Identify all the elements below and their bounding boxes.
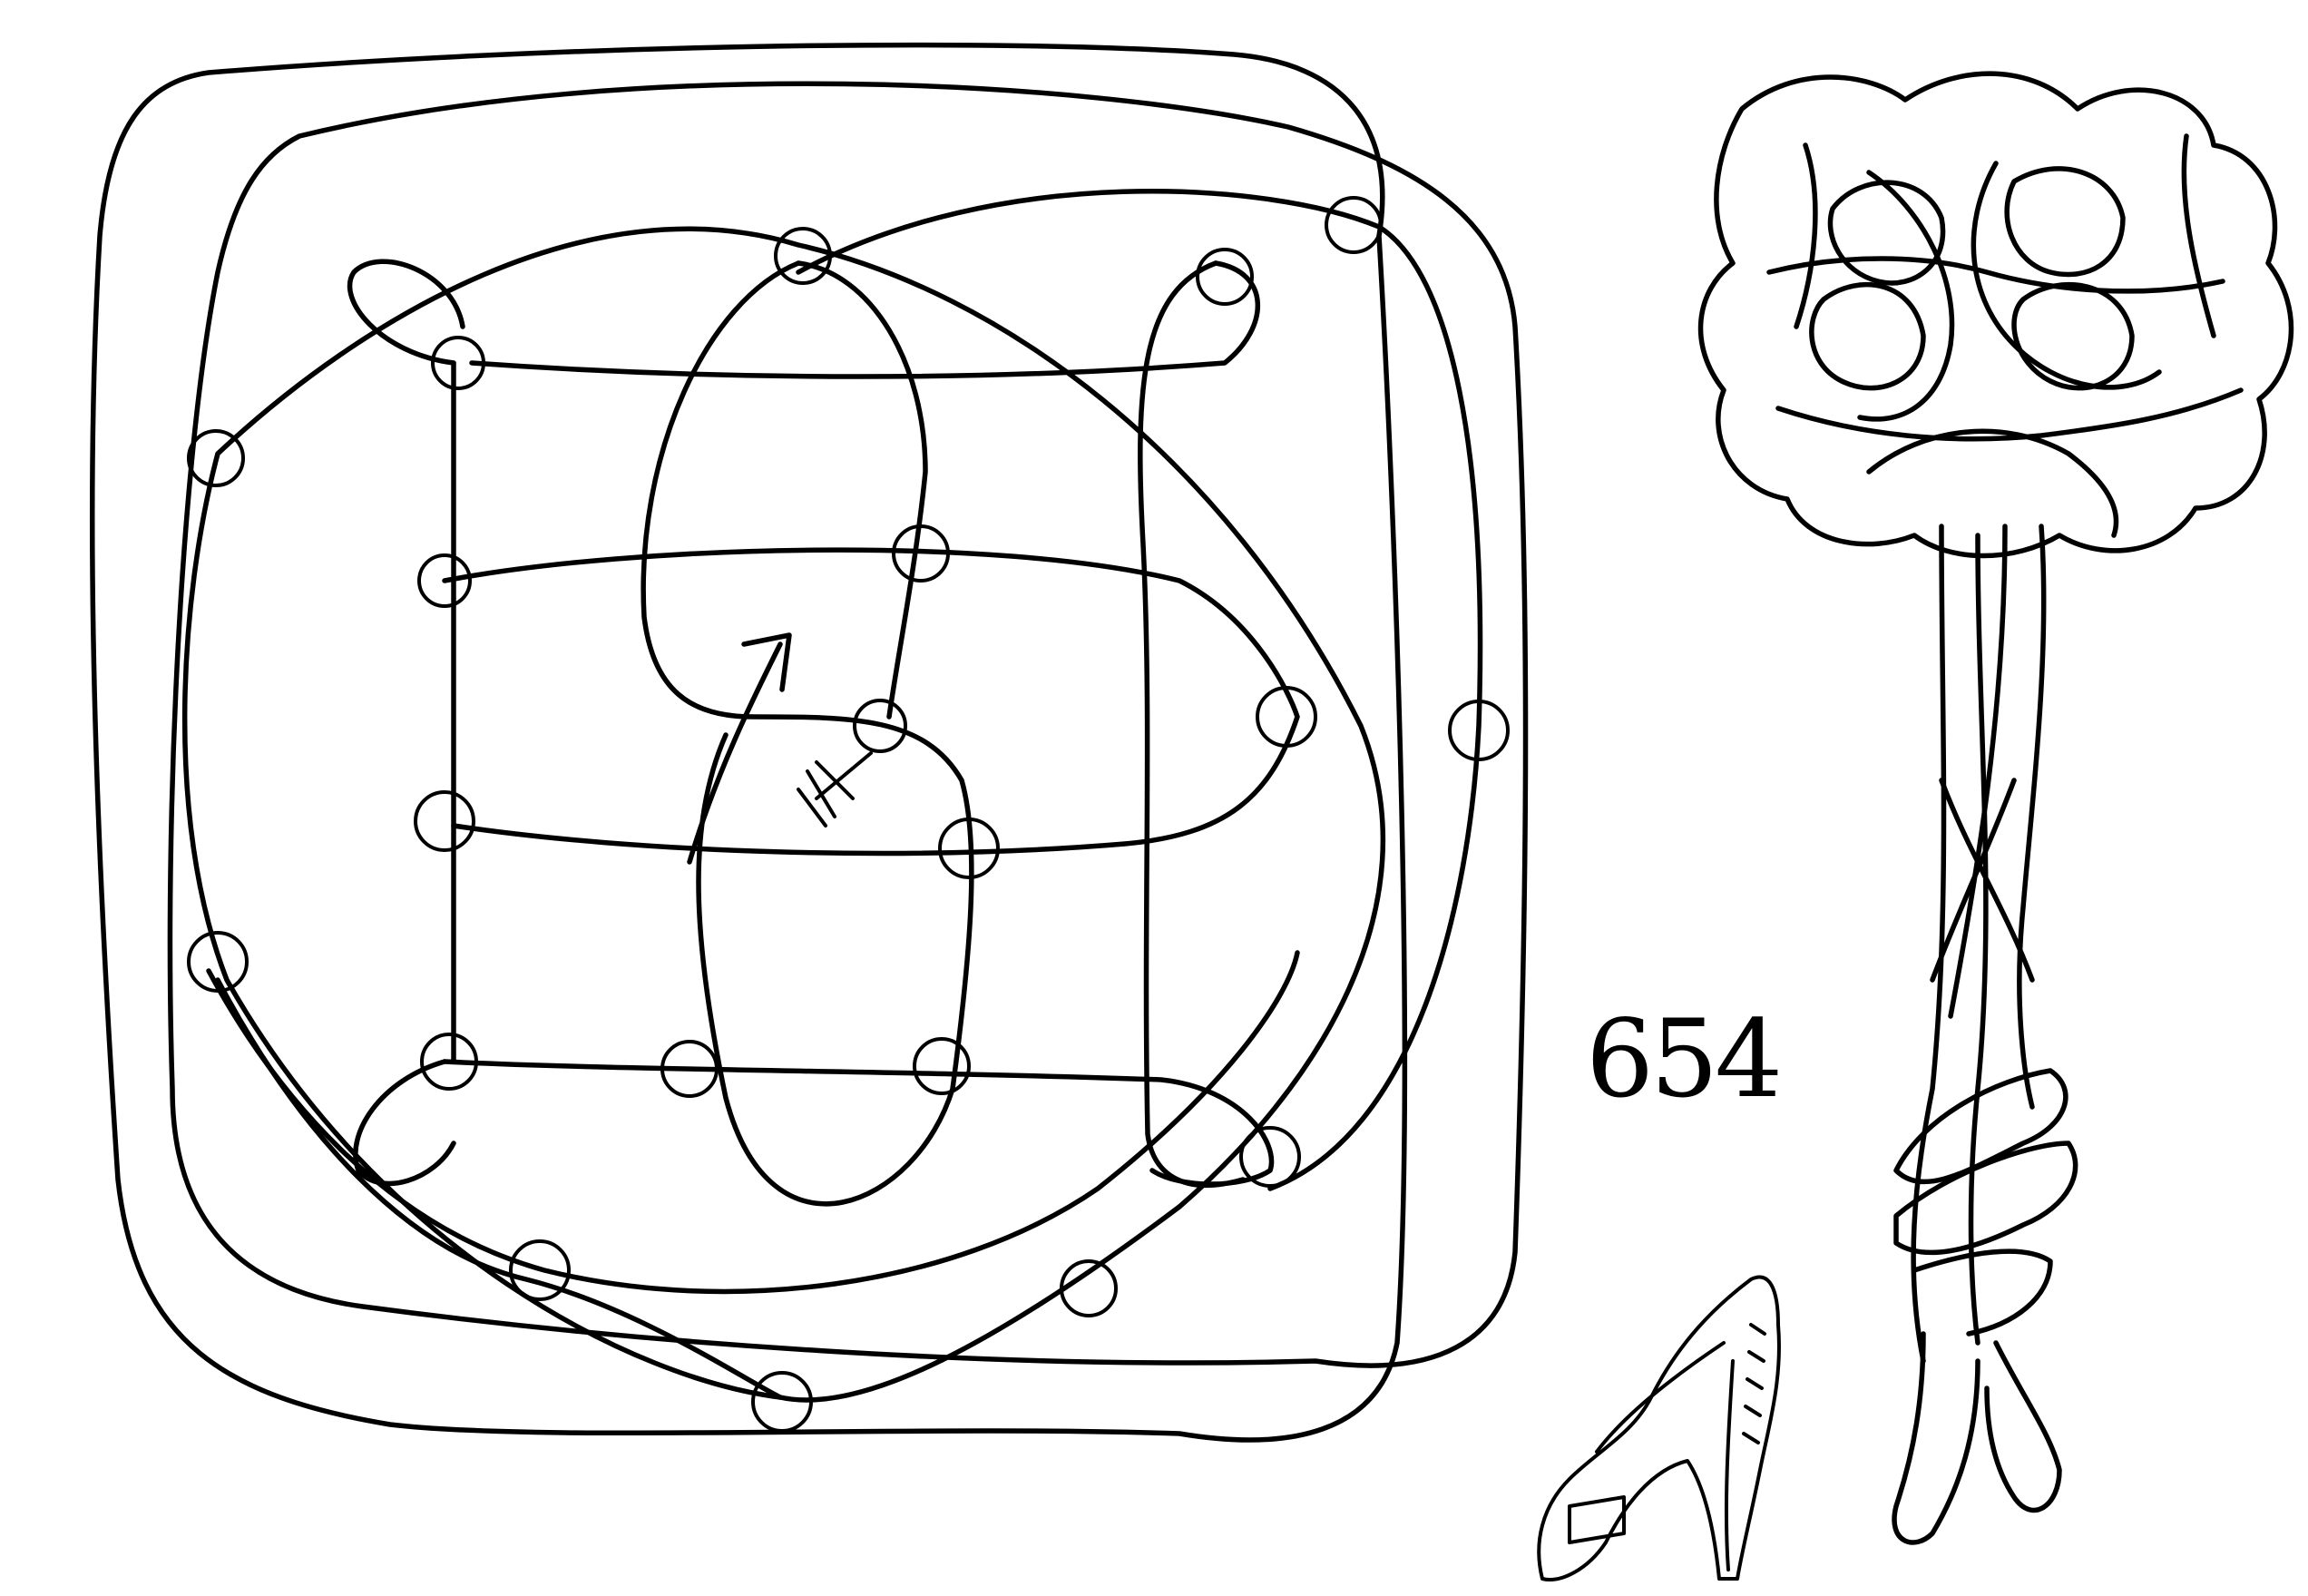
crossing-marks <box>189 198 1508 1431</box>
lower-left-ear <box>356 1062 454 1183</box>
knot-loop <box>2007 169 2123 275</box>
hanging-cords <box>1913 526 2044 1361</box>
end-tuft <box>798 753 871 826</box>
shoe-heel-line <box>1726 1361 1733 1570</box>
cord-strand <box>1913 526 1943 1361</box>
right-vertical <box>1140 263 1243 1185</box>
cord-strand <box>2020 526 2044 1107</box>
crossing-ring <box>776 229 830 283</box>
tail-end <box>1987 1343 2059 1510</box>
knot-rim <box>1701 73 2292 555</box>
shoe-strap <box>1597 1343 1724 1452</box>
start-direction-arrow <box>689 635 789 862</box>
crossing-ring <box>914 1039 969 1093</box>
upper-rail <box>472 263 1257 377</box>
tail-wrap <box>1914 1251 2050 1334</box>
knot-loop <box>1812 285 1923 388</box>
diamond-strand-1 <box>185 229 1384 1400</box>
finished-knot-button <box>1701 73 2292 555</box>
knot-band <box>2184 136 2214 336</box>
central-loop <box>643 263 972 1204</box>
knot-diagram-net <box>93 45 1526 1440</box>
shoe-buckle <box>1570 1497 1624 1542</box>
cord-strand <box>1971 535 1986 1343</box>
knot-band <box>1869 431 2117 535</box>
tail-end <box>1894 1334 1978 1542</box>
figure-number: 654 <box>1586 1005 1779 1112</box>
high-heel-shoe-illustration <box>1539 1277 1779 1579</box>
shoe-outline <box>1539 1277 1779 1579</box>
knot-loop <box>2014 285 2132 388</box>
knot-band <box>1769 259 2223 291</box>
knot-band <box>1796 145 1815 327</box>
crossing-ring <box>416 792 474 850</box>
shoe-stitching <box>1744 1325 1765 1443</box>
diamond-strand-2 <box>798 191 1481 1189</box>
central-right-strand <box>798 263 925 717</box>
